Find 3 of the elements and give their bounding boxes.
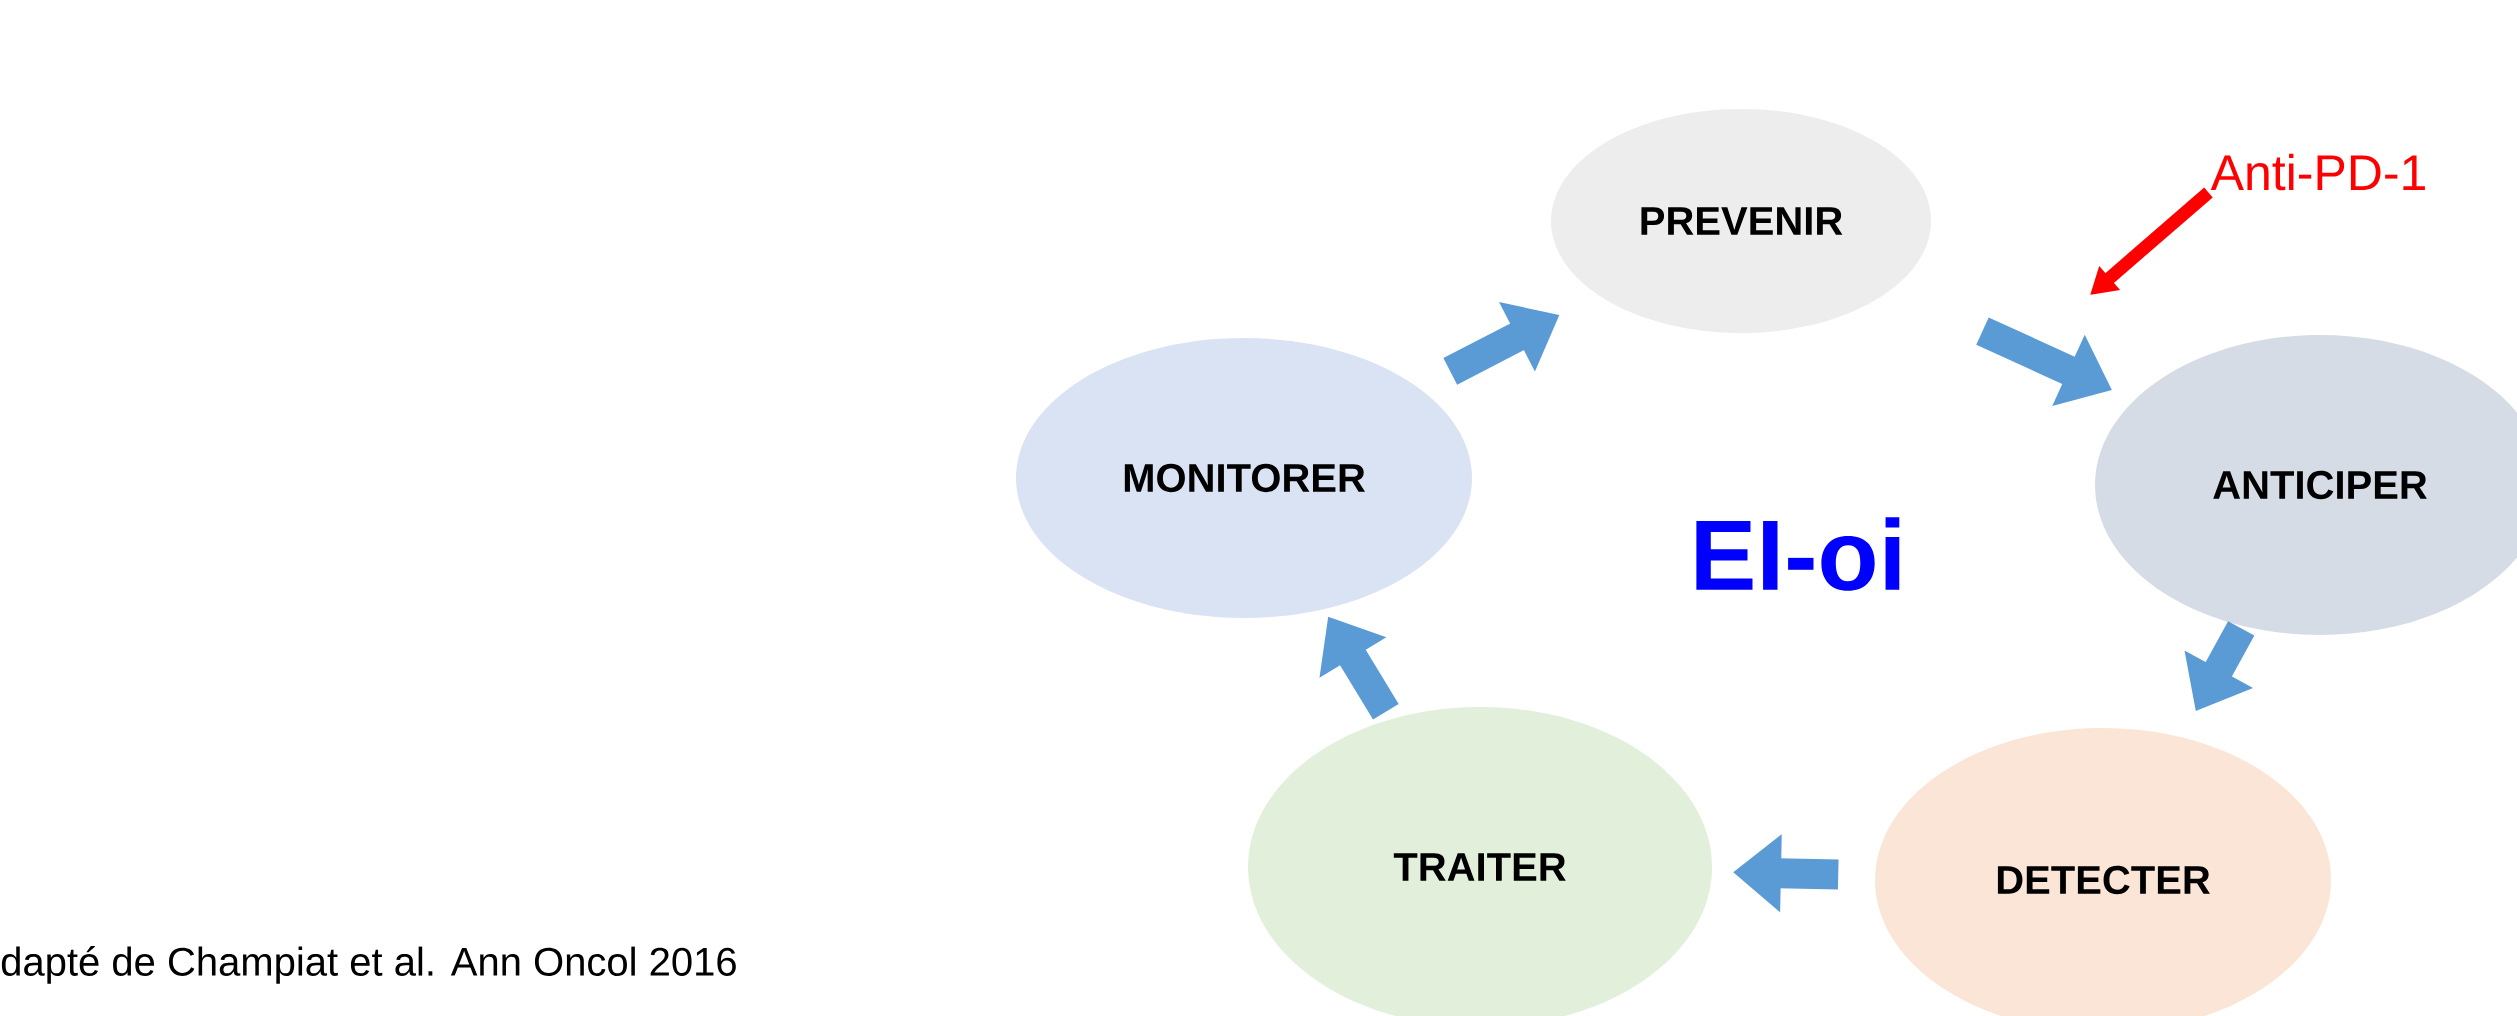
drug-label: Anti-PD-1 bbox=[2210, 153, 2425, 191]
center-label: EI-oi bbox=[1696, 517, 1900, 591]
source-note: dapté de Champiat et al. Ann Oncol 2016 bbox=[1, 946, 736, 984]
